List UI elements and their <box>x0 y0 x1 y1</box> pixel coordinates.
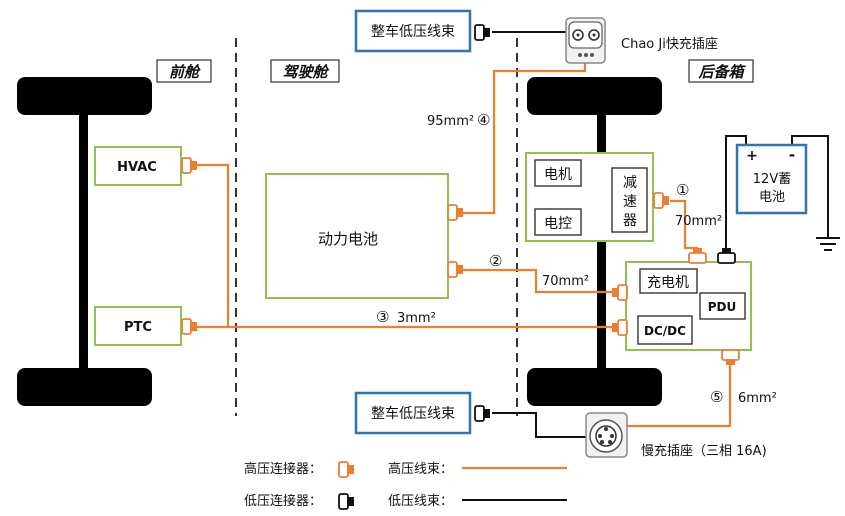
zone-rear-text: 后备箱 <box>697 63 746 81</box>
hvac-label: HVAC <box>117 160 157 175</box>
legend-lv-harness-label: 低压线束： <box>388 494 453 509</box>
slow-port-label: 慢充插座（三相 16A) <box>641 443 767 459</box>
zone-front-text: 前舱 <box>169 63 201 81</box>
wire-2-num: ② <box>489 252 502 270</box>
pdu-label: PDU <box>708 300 737 314</box>
slow-charge-port-icon <box>585 412 628 458</box>
reducer-label-3: 器 <box>623 213 637 229</box>
harness-bottom-box: 整车低压线束 <box>354 391 472 435</box>
wire-4-hv <box>463 63 587 215</box>
wire-5-num: ⑤ <box>710 388 723 406</box>
hvac-box: HVAC <box>94 146 182 186</box>
dcdc-label: DC/DC <box>644 324 686 338</box>
zone-cabin-text: 驾驶舱 <box>282 63 329 81</box>
aux-battery-label-1: 12V蓄 <box>753 172 791 187</box>
legend-hv-connector-icon <box>338 461 354 478</box>
lv-connector-icon <box>717 248 736 264</box>
front-left-wheel <box>17 77 152 115</box>
zone-label-rear: 后备箱 <box>688 59 754 83</box>
reducer-label-1: 减 <box>623 175 637 191</box>
zone-label-cabin: 驾驶舱 <box>270 59 340 83</box>
rear-left-wheel <box>527 77 662 115</box>
aux-battery-label-2: 电池 <box>759 190 785 205</box>
ptc-box: PTC <box>94 306 182 346</box>
hv-connector-icon <box>447 261 463 278</box>
power-battery-label: 动力电池 <box>318 230 378 248</box>
front-right-wheel <box>17 368 152 406</box>
motor-label: 电机 <box>544 167 572 183</box>
legend-lv-connector-label: 低压连接器： <box>244 493 322 509</box>
wire-1-num: ① <box>676 181 689 199</box>
battery-plus-lv-wire <box>725 135 747 254</box>
hv-connector-icon <box>181 157 197 174</box>
hv-connector-icon <box>447 204 463 221</box>
wire-5-size: 6mm² <box>738 391 777 406</box>
ptc-label: PTC <box>124 320 152 335</box>
aux-minus-sign: - <box>789 146 795 164</box>
wire-3-size: 3mm² <box>397 311 436 326</box>
controller-label: 电控 <box>544 216 572 232</box>
wire-5-hv <box>627 365 732 428</box>
hv-connector-icon <box>612 319 628 336</box>
fast-port-label: Chao Ji快充插座 <box>621 36 718 52</box>
hv-connector-icon <box>653 192 669 209</box>
wire-4-num: ④ <box>477 111 490 129</box>
harness-bottom-lv-wire <box>492 412 586 438</box>
harness-top-box: 整车低压线束 <box>354 9 472 53</box>
hv-connector-icon <box>612 284 628 301</box>
aux-plus-sign: + <box>746 148 758 164</box>
hv-connector-icon <box>721 349 740 365</box>
front-axle <box>79 95 88 377</box>
hvac-hv-wire <box>197 163 230 327</box>
legend: 高压连接器： 高压线束： 低压连接器： 低压线束： <box>244 461 567 510</box>
power-battery-box: 动力电池 <box>265 173 449 299</box>
wire-3-num: ③ <box>376 308 389 326</box>
lv-connector-icon <box>474 405 490 422</box>
hv-connector-icon <box>688 248 707 264</box>
legend-hv-harness-label: 高压线束： <box>388 461 453 477</box>
charger-label: 充电机 <box>647 275 689 291</box>
reducer-label-2: 速 <box>623 194 637 210</box>
wire-2-hv <box>463 268 612 294</box>
aux-12v-battery: + - 12V蓄 电池 <box>735 143 808 215</box>
wire-4-size: 95mm² <box>427 114 474 129</box>
fast-charge-port-icon <box>565 17 606 64</box>
wire-1-size: 70mm² <box>675 214 722 229</box>
legend-hv-connector-label: 高压连接器： <box>244 461 322 477</box>
ground-symbol <box>816 237 840 251</box>
legend-lv-connector-icon <box>338 493 354 510</box>
zone-label-front: 前舱 <box>156 59 212 83</box>
rear-right-wheel <box>527 368 662 406</box>
harness-bottom-label: 整车低压线束 <box>371 405 455 422</box>
charger-group: 充电机 PDU DC/DC <box>625 261 752 351</box>
lv-connector-icon <box>474 24 490 41</box>
harness-top-label: 整车低压线束 <box>371 23 455 40</box>
wire-2-size: 70mm² <box>542 274 589 289</box>
hv-connector-icon <box>181 318 197 335</box>
battery-minus-lv-wire <box>791 135 829 238</box>
motor-group: 电机 电控 减 速 器 <box>525 152 654 242</box>
